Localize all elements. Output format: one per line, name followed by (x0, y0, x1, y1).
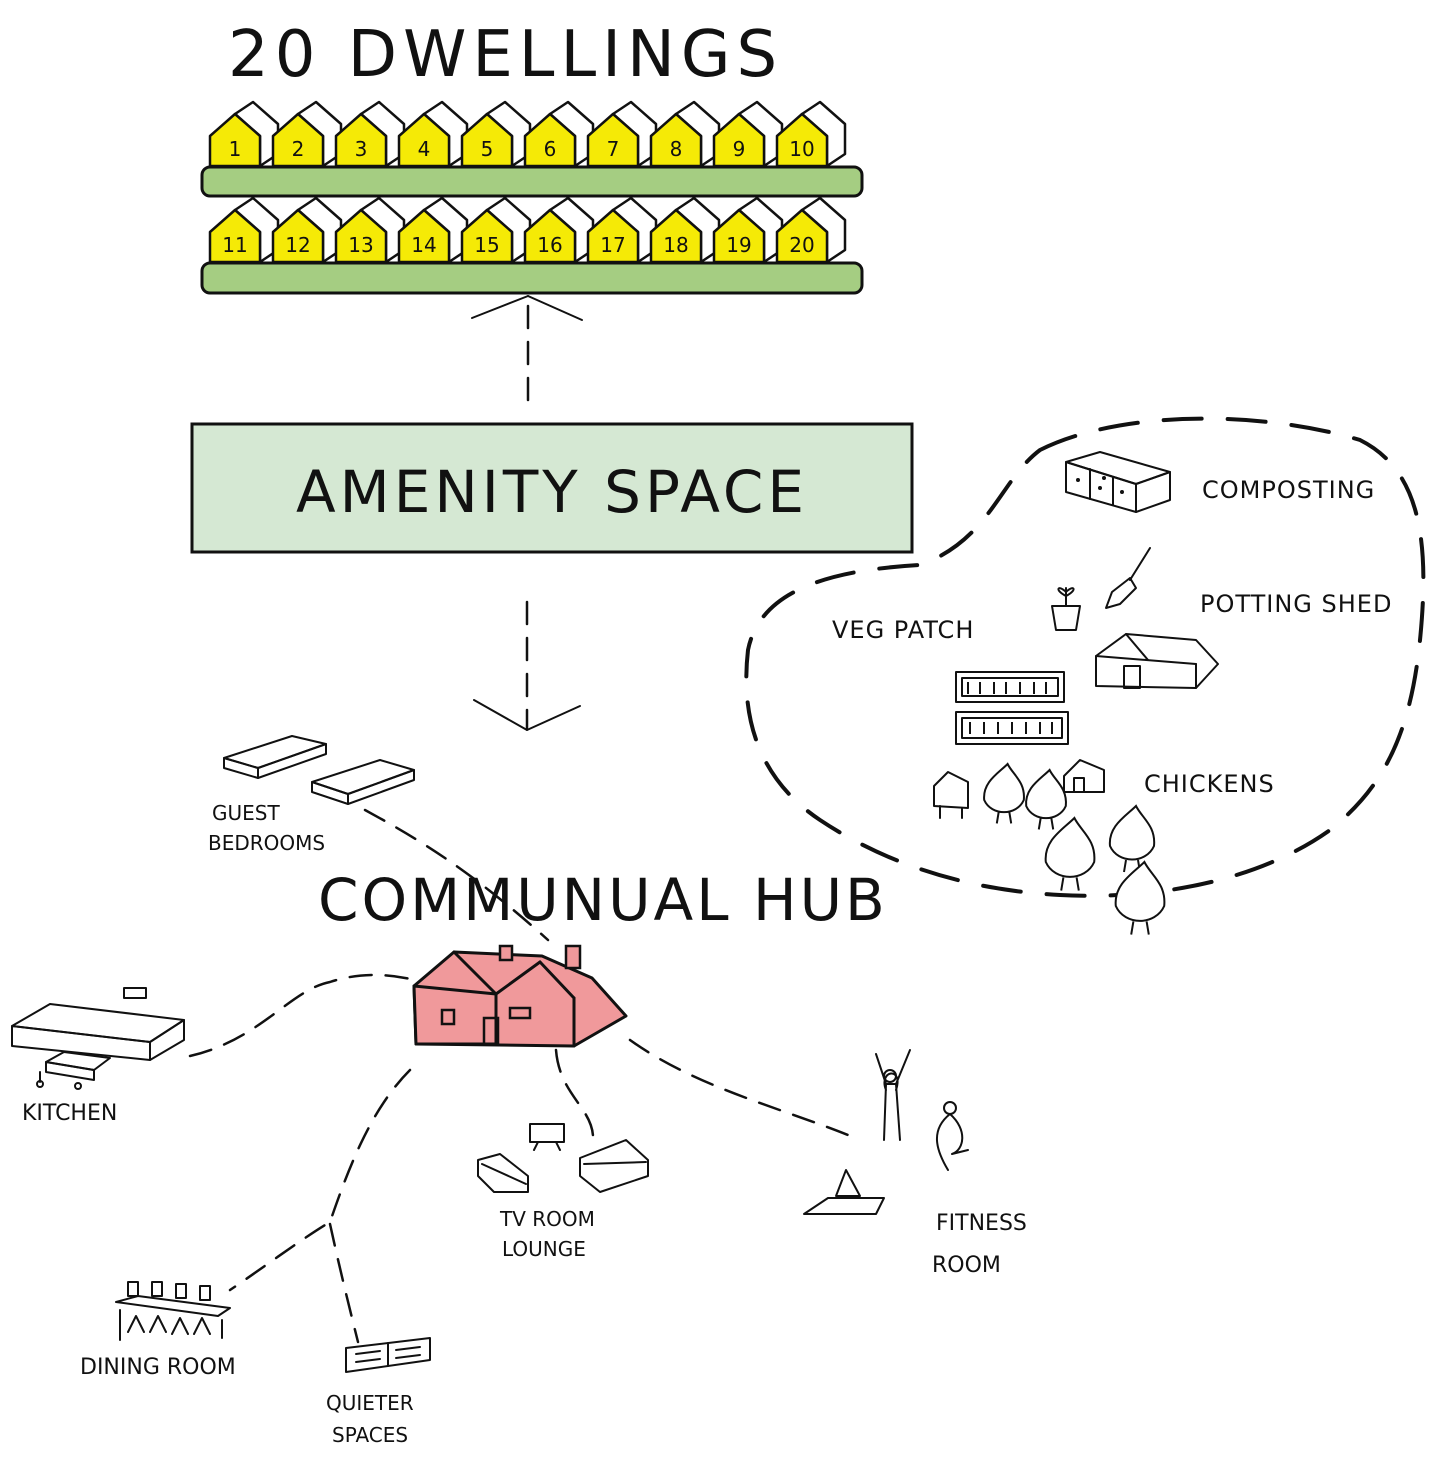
dwelling-house: 3 (334, 100, 406, 168)
kitchen-icon (11, 987, 185, 1090)
amenity-space-box (190, 422, 914, 554)
chicken (1108, 804, 1156, 873)
connector-spaces (228, 1068, 412, 1292)
dwelling-house: 19 (712, 196, 784, 264)
chickens-icon (983, 762, 1166, 935)
fitness-room-label-1: FITNESS (936, 1211, 1027, 1236)
amenity-space-label: AMENITY SPACE (296, 458, 808, 526)
connector-guest (363, 808, 550, 942)
veg-patch-label: VEG PATCH (832, 616, 974, 644)
dwelling-number: 13 (348, 233, 373, 257)
communal-hub-label: COMMUNUAL HUB (318, 866, 888, 934)
potting-shed-icon (1095, 633, 1219, 689)
dwelling-number: 6 (544, 137, 557, 161)
dwelling-house: 9 (712, 100, 784, 168)
potting-shed-label: POTTING SHED (1200, 590, 1392, 618)
connector-fitness (628, 1038, 862, 1142)
dwelling-house: 20 (775, 196, 847, 264)
dwelling-house: 13 (334, 196, 406, 264)
dwelling-house: 2 (271, 100, 343, 168)
dwelling-number: 11 (222, 233, 247, 257)
diagram-title: 20 DWELLINGS (228, 18, 783, 92)
chicken-coop-icon (933, 759, 1105, 819)
chicken (1044, 816, 1096, 891)
dwelling-number: 5 (481, 137, 494, 161)
dwelling-number: 10 (789, 137, 814, 161)
composting-label: COMPOSTING (1202, 476, 1375, 504)
guest-beds-icon (223, 735, 415, 805)
guest-bedrooms-label-1: GUEST (212, 801, 280, 825)
chicken (1025, 768, 1067, 830)
dwelling-house: 16 (523, 196, 595, 264)
guest-bedrooms-label-2: BEDROOMS (208, 831, 325, 855)
veg-sprouts (967, 682, 1053, 734)
tv-room-label-1: TV ROOM (499, 1207, 595, 1231)
tv-room-label-2: LOUNGE (502, 1237, 586, 1261)
communal-hub-building (412, 944, 628, 1048)
connector-quiet (328, 1222, 360, 1344)
dwelling-house: 11 (208, 196, 280, 264)
dwelling-house: 10 (775, 100, 847, 168)
dwelling-house: 5 (460, 100, 532, 168)
connector-kitchen (188, 973, 417, 1058)
dwelling-house: 1 (208, 100, 280, 168)
quiet-book-icon (345, 1337, 431, 1373)
dwelling-house: 14 (397, 196, 469, 264)
trowel-icon (1105, 547, 1151, 609)
dwelling-house: 12 (271, 196, 343, 264)
dwelling-number: 1 (229, 137, 242, 161)
dwelling-number: 20 (789, 233, 814, 257)
dwelling-number: 8 (670, 137, 683, 161)
dwelling-number: 15 (474, 233, 499, 257)
dwelling-number: 18 (663, 233, 688, 257)
plant-pot-icon (1051, 587, 1081, 631)
connector-tv (554, 1048, 595, 1150)
dining-room-label: DINING ROOM (80, 1355, 236, 1380)
dwelling-number: 4 (418, 137, 431, 161)
dwelling-number: 14 (411, 233, 436, 257)
chicken (983, 762, 1025, 824)
dwelling-number: 12 (285, 233, 310, 257)
dwelling-house: 7 (586, 100, 658, 168)
dwelling-house: 4 (397, 100, 469, 168)
chicken (1114, 860, 1166, 935)
veg-beds-icon (955, 671, 1069, 745)
dining-table-icon (115, 1281, 231, 1341)
dwelling-house: 6 (523, 100, 595, 168)
dwelling-number: 3 (355, 137, 368, 161)
chickens-label: CHICKENS (1144, 770, 1275, 798)
dwelling-number: 19 (726, 233, 751, 257)
green-strip-top (200, 165, 864, 198)
arrow-up-icon (471, 295, 583, 402)
dwelling-number: 7 (607, 137, 620, 161)
kitchen-label: KITCHEN (22, 1101, 117, 1126)
garden-boundary (744, 416, 1426, 898)
green-strip-bottom (200, 261, 864, 295)
dwelling-number: 17 (600, 233, 625, 257)
tv-lounge-icon (477, 1123, 649, 1193)
quieter-spaces-label-2: SPACES (332, 1423, 408, 1447)
dwelling-house: 15 (460, 196, 532, 264)
fitness-figures-icon (803, 1049, 969, 1215)
dwelling-number: 2 (292, 137, 305, 161)
dwelling-house: 17 (586, 196, 658, 264)
dwelling-house: 8 (649, 100, 721, 168)
dwelling-number: 9 (733, 137, 746, 161)
quieter-spaces-label-1: QUIETER (326, 1391, 414, 1415)
fitness-room-label-2: ROOM (932, 1253, 1001, 1278)
arrow-down-icon (473, 600, 581, 731)
dwelling-house: 18 (649, 196, 721, 264)
composting-icon (1065, 451, 1171, 513)
dwelling-number: 16 (537, 233, 562, 257)
